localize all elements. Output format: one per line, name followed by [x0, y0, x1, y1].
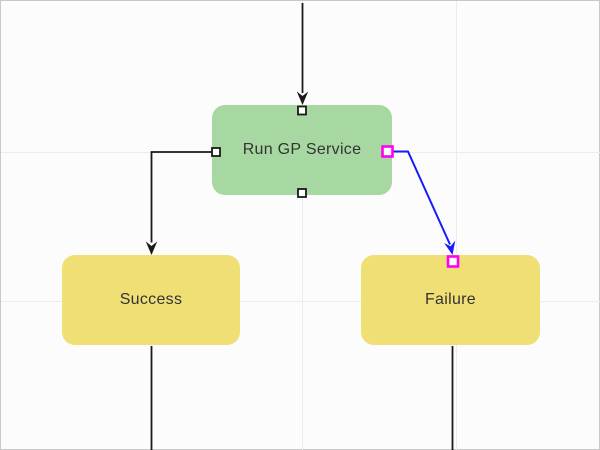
arrowhead-run-gp-to-failure	[444, 240, 456, 255]
node-failure-label: Failure	[424, 291, 476, 308]
edge-run-gp-to-failure-selected[interactable]	[393, 150, 451, 245]
port-run-gp-left[interactable]	[211, 147, 221, 157]
node-success-label: Success	[119, 291, 183, 308]
node-run-gp-service-label: Run GP Service	[242, 141, 362, 158]
node-success[interactable]: Success	[62, 255, 240, 345]
port-run-gp-top[interactable]	[297, 105, 307, 116]
edge-run-gp-to-success[interactable]	[150, 151, 212, 243]
arrowhead-incoming-top	[296, 91, 309, 105]
node-run-gp-service[interactable]: Run GP Service	[212, 105, 392, 195]
port-run-gp-bottom[interactable]	[297, 188, 307, 198]
arrowhead-run-gp-to-success	[145, 241, 158, 255]
port-run-gp-right-selected[interactable]	[381, 145, 394, 158]
port-failure-top-selected[interactable]	[446, 255, 460, 268]
node-failure[interactable]: Failure	[361, 255, 540, 345]
